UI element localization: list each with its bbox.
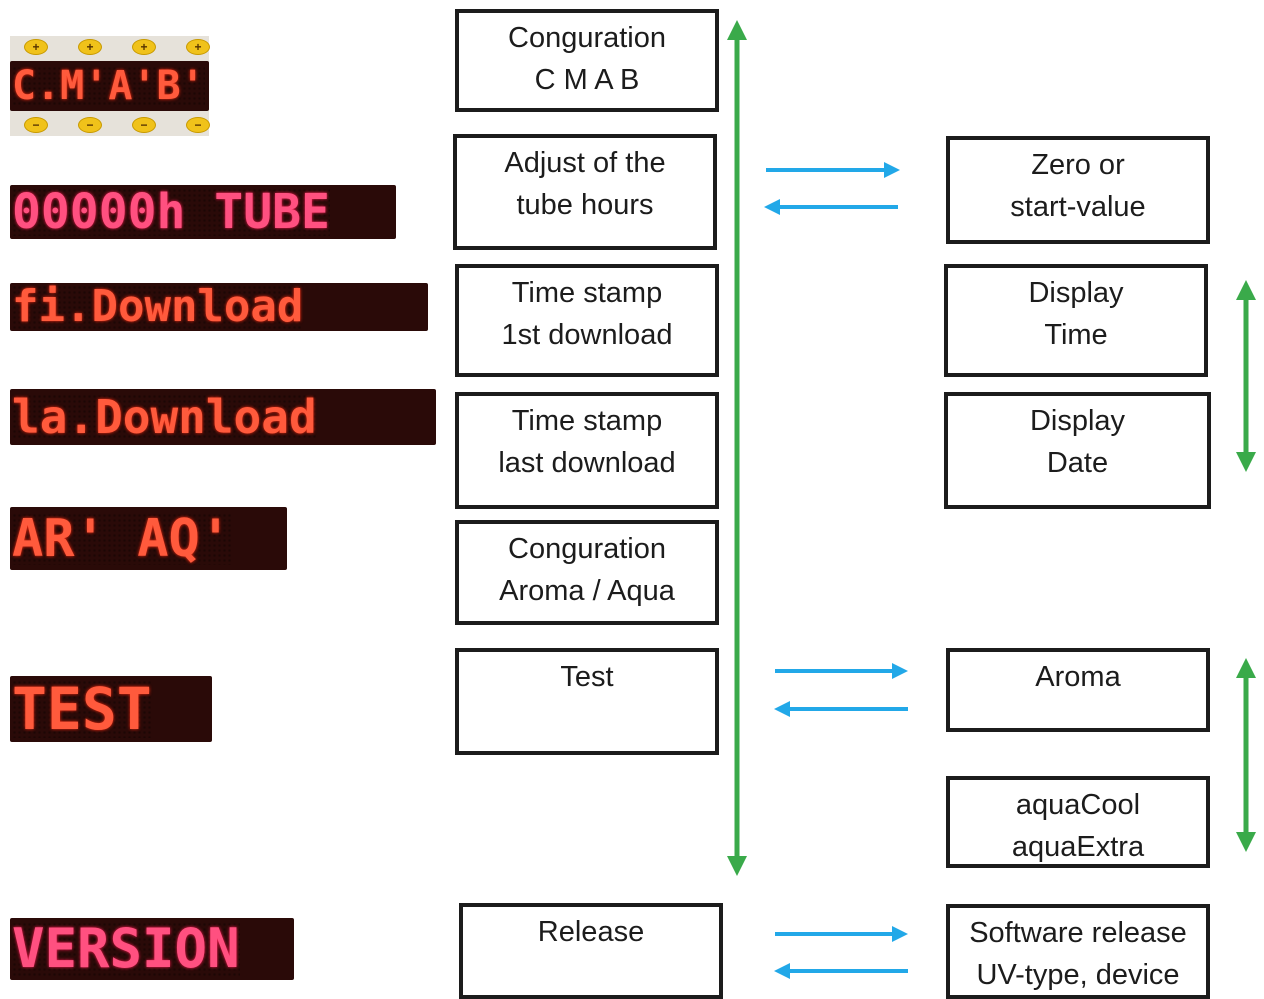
box-line: Time [1044,319,1108,351]
version-led-text: VERSION [12,918,240,980]
test-box: Test [455,648,719,755]
minus-buttons-row: − − − − [24,117,210,133]
minus-button: − [78,117,102,133]
first-download-led-display: fi.Download [10,283,428,331]
plus-button: + [78,39,102,55]
test-led-text: TEST [12,676,152,742]
display-date-box: Display Date [944,392,1211,509]
aroma-aqua-led-text: AR' AQ' [12,508,232,569]
zero-start-box: Zero or start-value [946,136,1210,244]
aqua-cool-extra-box: aquaCool aquaExtra [946,776,1210,868]
box-line: Time stamp [511,277,663,309]
minus-button: − [186,117,210,133]
box-line: C M A B [534,64,640,96]
config-aroma-aqua-box: Conguration Aroma / Aqua [455,520,719,625]
box-line: Aroma / Aqua [499,575,675,607]
tube-hours-box: Adjust of the tube hours [453,134,717,250]
last-download-led-display: la.Download [10,389,436,445]
plus-button: + [186,39,210,55]
last-download-box: Time stamp last download [455,392,719,509]
minus-button: − [132,117,156,133]
tube-led-text: 00000h TUBE [12,185,330,239]
first-download-box: Time stamp 1st download [455,264,719,377]
box-line: aquaCool [1015,789,1141,821]
box-line: Adjust of the [504,147,666,179]
release-box: Release [459,903,723,999]
box-line: last download [498,447,676,479]
box-line: Date [1046,447,1109,479]
tube-led-display: 00000h TUBE [10,185,396,239]
box-line: Software release [969,917,1187,949]
display-time-box: Display Time [944,264,1208,377]
box-line: aquaExtra [1011,831,1145,863]
box-line: Release [537,916,645,948]
box-line: Conguration [508,22,666,54]
version-led-display: VERSION [10,918,294,980]
box-line: Display [1029,405,1126,437]
box-line: 1st download [501,319,673,351]
first-download-led-text: fi.Download [12,283,304,331]
box-line: Zero or [1031,149,1125,181]
box-line: Time stamp [511,405,663,437]
box-line: Test [560,661,614,693]
box-line: Display [1028,277,1124,309]
box-line: UV-type, device [976,959,1180,991]
box-line: start-value [1010,191,1146,223]
cmab-led-display: C.M'A'B' [10,61,209,111]
config-cmab-box: Conguration C M A B [455,9,719,112]
box-line: Aroma [1035,661,1121,693]
plus-buttons-row: + + + + [24,39,210,55]
test-led-display: TEST [10,676,212,742]
software-release-box: Software release UV-type, device [946,904,1210,999]
cmab-display-panel: + + + + C.M'A'B' − − − − [10,36,210,136]
plus-button: + [132,39,156,55]
box-line: tube hours [516,189,654,221]
last-download-led-text: la.Download [12,390,317,444]
minus-button: − [24,117,48,133]
plus-button: + [24,39,48,55]
aroma-aqua-led-display: AR' AQ' [10,507,287,570]
box-line: Conguration [508,533,666,565]
cmab-led-text: C.M'A'B' [12,63,205,109]
aroma-box: Aroma [946,648,1210,732]
